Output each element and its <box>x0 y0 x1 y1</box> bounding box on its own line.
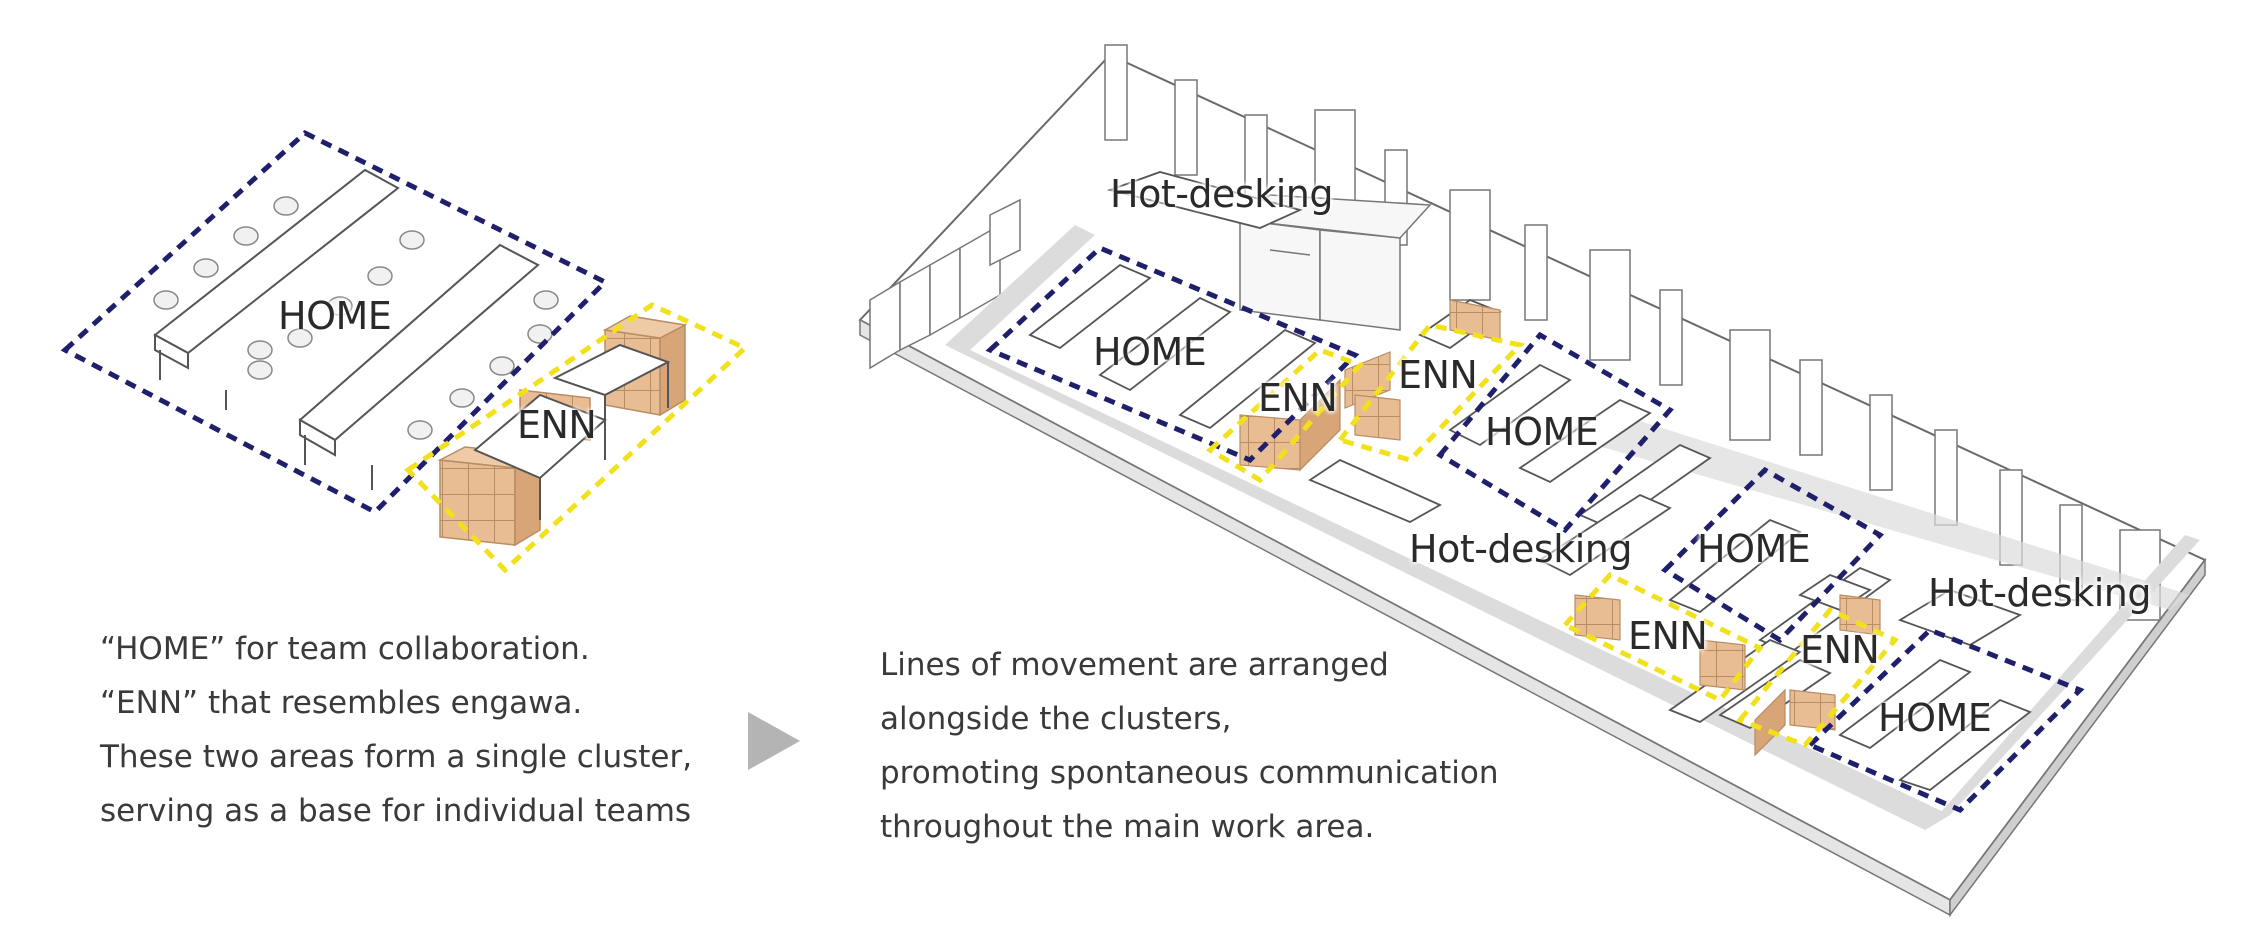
home-label: HOME <box>1485 410 1599 454</box>
left-caption: “HOME” for team collaboration. “ENN” tha… <box>100 622 692 838</box>
enn-label: ENN <box>1628 614 1708 658</box>
home-boundaries <box>985 245 2085 813</box>
home-chairs <box>153 196 559 440</box>
home-label: HOME <box>1878 696 1992 740</box>
home-desks <box>153 168 540 490</box>
arrow-icon <box>748 712 800 770</box>
cluster-diagram <box>60 130 750 574</box>
caption-line: “HOME” for team collaboration. <box>100 631 590 667</box>
hot-desking-label: Hot-desking <box>1409 527 1633 571</box>
caption-line: Lines of movement are arranged <box>880 647 1389 683</box>
enn-label: ENN <box>1398 353 1478 397</box>
enn-boundaries <box>1205 322 1900 748</box>
caption-line: These two areas form a single cluster, <box>100 739 693 775</box>
home-label: HOME <box>278 294 392 338</box>
home-label: HOME <box>1697 527 1811 571</box>
caption-line: alongside the clusters, <box>880 701 1232 737</box>
home-label: HOME <box>1093 330 1207 374</box>
hot-desking-label: Hot-desking <box>1928 571 2152 615</box>
enn-boundary <box>404 302 750 574</box>
caption-line: serving as a base for individual teams <box>100 793 692 829</box>
caption-line: promoting spontaneous communication <box>880 755 1499 791</box>
workstation-desks <box>1028 171 2032 792</box>
enn-label: ENN <box>1258 376 1338 420</box>
enn-label: ENN <box>517 403 597 447</box>
floor-plan <box>858 44 2207 918</box>
enn-tables <box>473 343 671 520</box>
caption-line: throughout the main work area. <box>880 809 1375 845</box>
enn-label: ENN <box>1800 628 1880 672</box>
lockers <box>869 198 1021 370</box>
caption-line: “ENN” that resembles engawa. <box>100 685 583 721</box>
right-caption: Lines of movement are arranged alongside… <box>880 638 1499 854</box>
hot-desking-label: Hot-desking <box>1110 172 1334 216</box>
home-boundary <box>60 130 610 516</box>
